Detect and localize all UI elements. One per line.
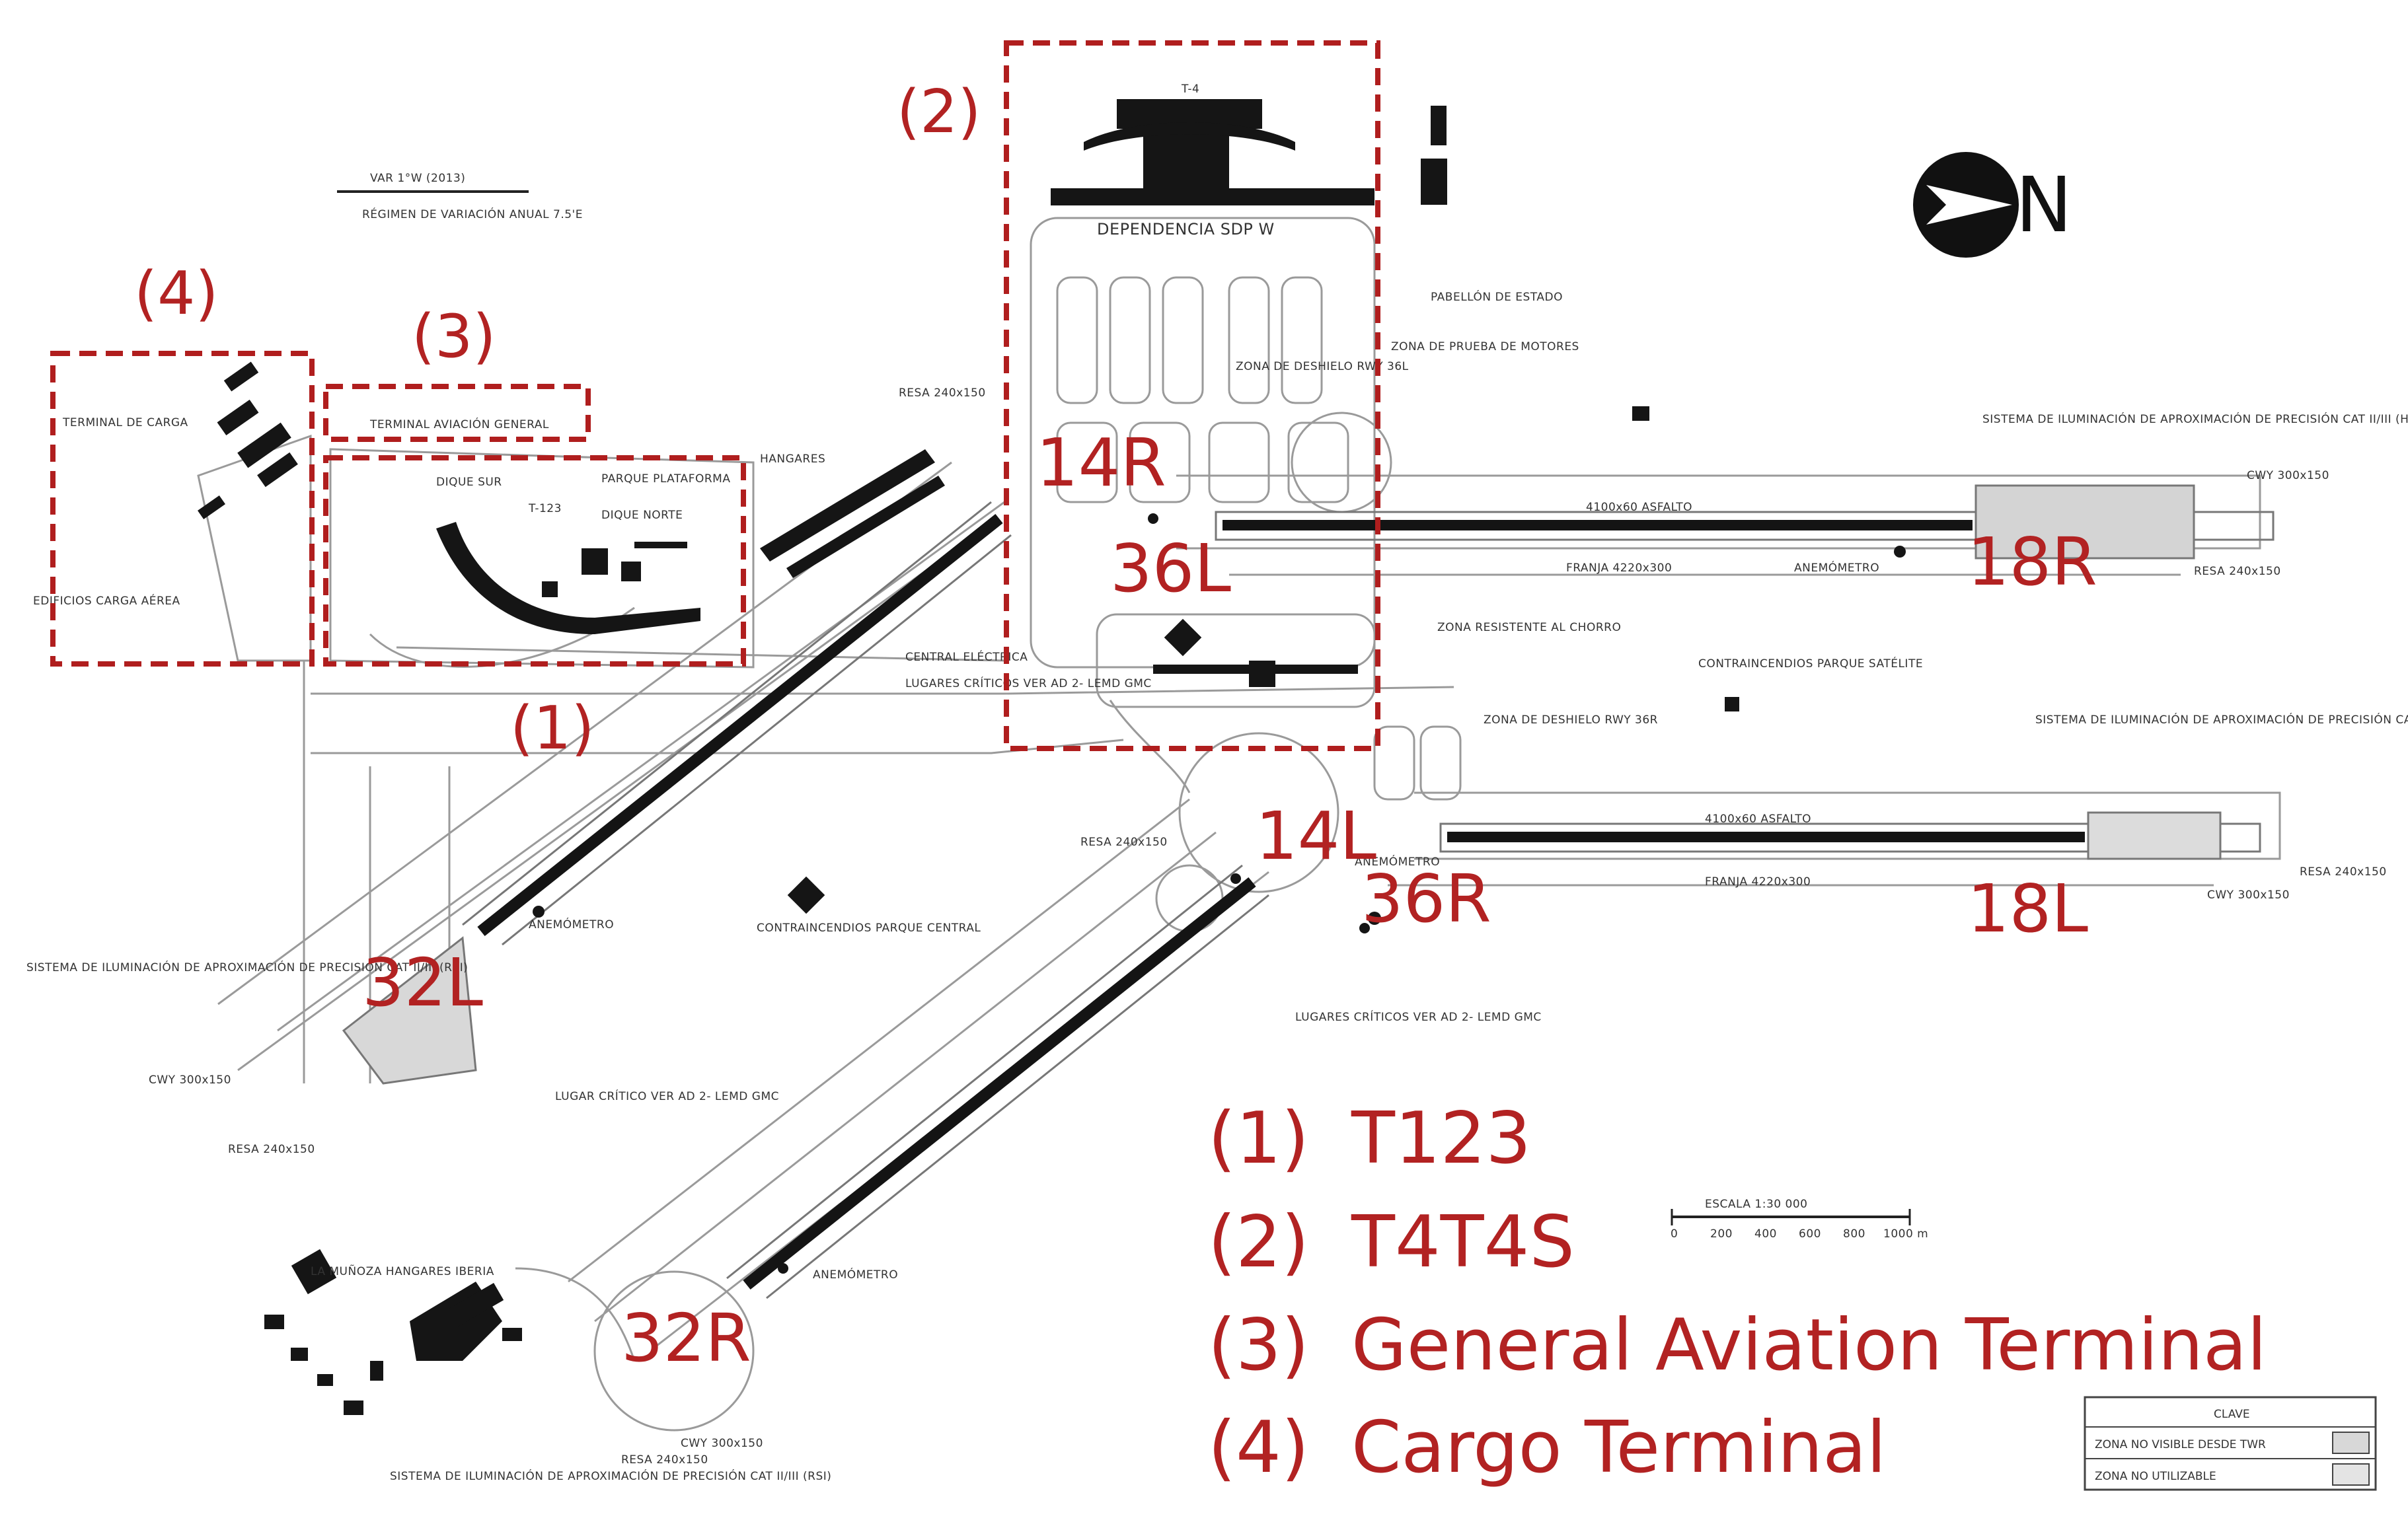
franja-label-2: FRANJA 4220x300 bbox=[1705, 875, 1811, 889]
runway-label-36l: 36L bbox=[1110, 530, 1231, 607]
central-electrica-label: CENTRAL ELÉCTRICA bbox=[905, 649, 1028, 664]
zone-boxes bbox=[50, 40, 1380, 751]
anemometro-label-4: ANEMÓMETRO bbox=[813, 1267, 898, 1282]
runway-14r-32l bbox=[477, 513, 1003, 937]
runway-14l-32r bbox=[743, 877, 1256, 1290]
terminal-t123-building bbox=[436, 522, 700, 634]
zone-4-label: (4) bbox=[134, 259, 219, 328]
asfalto-label-1: 4100x60 ASFALTO bbox=[1586, 501, 1692, 514]
terminal-carga-label: TERMINAL DE CARGA bbox=[62, 416, 188, 429]
zone-1-box bbox=[323, 455, 746, 667]
zone-4-box bbox=[50, 351, 315, 667]
variation-sub-label: RÉGIMEN DE VARIACIÓN ANUAL 7.5'E bbox=[362, 207, 583, 221]
asfalto-label-2: 4100x60 ASFALTO bbox=[1705, 813, 1811, 826]
t4-label: T-4 bbox=[1181, 83, 1199, 96]
legend-number-1: (1) bbox=[1208, 1097, 1309, 1180]
cwy-label-1: CWY 300x150 bbox=[149, 1073, 231, 1087]
cwy-label-4: CWY 300x150 bbox=[681, 1437, 763, 1450]
scale-tick-5: 1000 m bbox=[1883, 1227, 1928, 1241]
resa-label-2: RESA 240x150 bbox=[2194, 565, 2281, 578]
dependencia-label: DEPENDENCIA SDP W bbox=[1097, 220, 1275, 238]
sistema-32r-label: SISTEMA DE ILUMINACIÓN DE APROXIMACIÓN D… bbox=[390, 1469, 831, 1483]
terminal-aviacion-label: TERMINAL AVIACIÓN GENERAL bbox=[369, 417, 549, 431]
zone-2-box bbox=[1004, 40, 1380, 751]
parque-plataforma-label: PARQUE PLATAFORMA bbox=[601, 472, 730, 486]
anemometro-label-3: ANEMÓMETRO bbox=[1794, 560, 1879, 575]
runways bbox=[477, 513, 2085, 1290]
zone-labels: (1) (2) (3) (4) bbox=[134, 77, 981, 763]
contraincendios-central-label: CONTRAINCENDIOS PARQUE CENTRAL bbox=[757, 922, 981, 935]
resa-label-4: RESA 240x150 bbox=[621, 1453, 708, 1467]
legend-number-4: (4) bbox=[1208, 1406, 1309, 1489]
hangares-iberia-label: LA MUÑOZA HANGARES IBERIA bbox=[311, 1264, 494, 1278]
scale-tick-3: 600 bbox=[1799, 1227, 1821, 1241]
legend-name-2: T4T4S bbox=[1351, 1201, 1575, 1284]
runway-label-14r: 14R bbox=[1036, 424, 1166, 501]
lugar-critico-label: LUGAR CRÍTICO VER AD 2- LEMD GMC bbox=[555, 1089, 779, 1103]
lugares-criticos-label-1: LUGARES CRÍTICOS VER AD 2- LEMD GMC bbox=[905, 676, 1152, 690]
scale-tick-1: 200 bbox=[1710, 1227, 1733, 1241]
hangares-label: HANGARES bbox=[760, 453, 825, 466]
sistema-32l-label: SISTEMA DE ILUMINACIÓN DE APROXIMACIÓN D… bbox=[26, 960, 468, 974]
dique-norte-label: DIQUE NORTE bbox=[601, 509, 683, 522]
resa-label-5: RESA 240x150 bbox=[899, 386, 986, 400]
zona-prueba-label: ZONA DE PRUEBA DE MOTORES bbox=[1391, 340, 1579, 353]
resa-label-1: RESA 240x150 bbox=[228, 1143, 315, 1156]
buildings bbox=[198, 99, 1906, 1415]
zona-deshielo-36r-label: ZONA DE DESHIELO RWY 36R bbox=[1484, 713, 1658, 727]
sistema-18r-label: SISTEMA DE ILUMINACIÓN DE APROXIMACIÓN D… bbox=[1982, 412, 2408, 426]
cwy-label-3: CWY 300x150 bbox=[2247, 469, 2329, 482]
edificios-carga-label: EDIFICIOS CARGA AÉREA bbox=[33, 593, 180, 608]
variation-label: VAR 1°W (2013) bbox=[370, 172, 465, 185]
runway-label-32l: 32L bbox=[362, 944, 483, 1021]
north-arrow: N bbox=[1913, 152, 2072, 258]
runway-label-18l: 18L bbox=[1967, 870, 2088, 947]
map-annotations: VAR 1°W (2013) RÉGIMEN DE VARIACIÓN ANUA… bbox=[26, 83, 2408, 1483]
legend-name-3: General Aviation Terminal bbox=[1351, 1304, 2267, 1387]
sistema-18l-label: SISTEMA DE ILUMINACIÓN DE APROXIMACIÓN D… bbox=[2035, 712, 2408, 727]
key-item-1: ZONA NO VISIBLE DESDE TWR bbox=[2095, 1438, 2266, 1451]
anemometro-label-1: ANEMÓMETRO bbox=[529, 917, 614, 931]
zone-legend: (1) T123 (2) T4T4S (3) General Aviation … bbox=[1208, 1097, 2267, 1489]
zone-2-label: (2) bbox=[897, 77, 981, 147]
dique-sur-label: DIQUE SUR bbox=[436, 476, 502, 489]
runway-label-14l: 14L bbox=[1256, 797, 1376, 875]
zone-3-label: (3) bbox=[412, 302, 496, 371]
scale-tick-0: 0 bbox=[1671, 1227, 1678, 1241]
resa-label-3: RESA 240x150 bbox=[2300, 865, 2387, 879]
legend-number-3: (3) bbox=[1208, 1304, 1309, 1387]
runway-strips bbox=[342, 484, 2275, 1299]
pabellon-label: PABELLÓN DE ESTADO bbox=[1431, 289, 1563, 304]
taxiway-network bbox=[197, 217, 2281, 1432]
key-title: CLAVE bbox=[2214, 1408, 2250, 1421]
north-label: N bbox=[2015, 161, 2072, 250]
scale-title: ESCALA 1:30 000 bbox=[1705, 1198, 1807, 1211]
legend-number-2: (2) bbox=[1208, 1201, 1309, 1284]
legend-name-1: T123 bbox=[1351, 1097, 1531, 1180]
runway-label-32r: 32R bbox=[621, 1299, 751, 1377]
zone-1-label: (1) bbox=[510, 694, 595, 763]
runway-label-18r: 18R bbox=[1967, 523, 2097, 600]
legend-name-4: Cargo Terminal bbox=[1351, 1406, 1886, 1489]
franja-label-1: FRANJA 4220x300 bbox=[1566, 562, 1672, 575]
key-item-2: ZONA NO UTILIZABLE bbox=[2095, 1470, 2216, 1483]
anemometro-label-2: ANEMÓMETRO bbox=[1355, 854, 1440, 869]
t123-label: T-123 bbox=[528, 502, 562, 515]
runway-label-36r: 36R bbox=[1361, 860, 1491, 937]
scale-tick-4: 800 bbox=[1843, 1227, 1865, 1241]
resa-label-6: RESA 240x150 bbox=[1080, 836, 1168, 849]
zone-3-box bbox=[323, 384, 591, 442]
contraincendios-satelite-label: CONTRAINCENDIOS PARQUE SATÉLITE bbox=[1698, 656, 1923, 671]
scale-tick-2: 400 bbox=[1754, 1227, 1777, 1241]
runway-labels: 14R 36L 18R 14L 36R 18L 32L 32R bbox=[362, 424, 2097, 1377]
zona-resistente-label: ZONA RESISTENTE AL CHORRO bbox=[1437, 621, 1621, 634]
cwy-label-2: CWY 300x150 bbox=[2207, 889, 2290, 902]
scale-bar: ESCALA 1:30 000 0 200 400 600 800 1000 m bbox=[1671, 1198, 1928, 1241]
lugares-criticos-label-2: LUGARES CRÍTICOS VER AD 2- LEMD GMC bbox=[1295, 1009, 1542, 1024]
key-table: CLAVE ZONA NO VISIBLE DESDE TWR ZONA NO … bbox=[2084, 1396, 2377, 1491]
zona-deshielo-36l-label: ZONA DE DESHIELO RWY 36L bbox=[1236, 360, 1409, 373]
